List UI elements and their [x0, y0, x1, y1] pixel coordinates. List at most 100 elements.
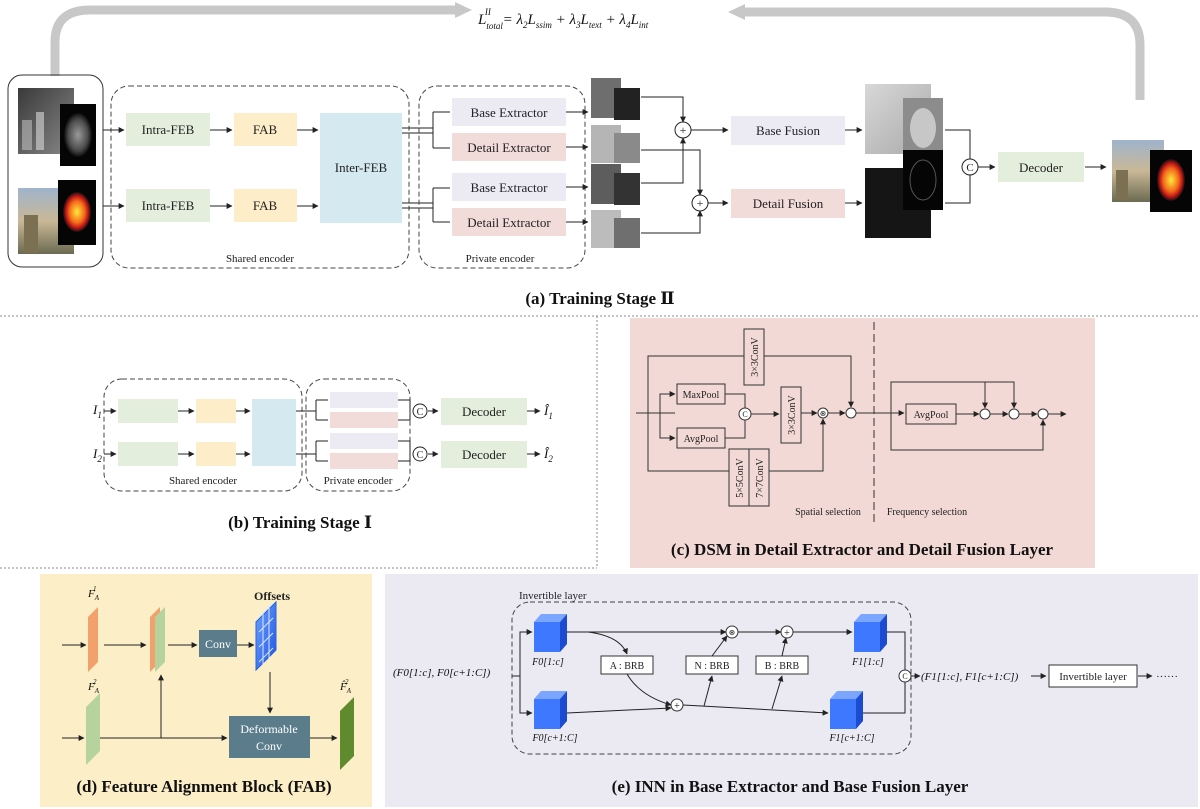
conv3-mid-label: 3×3ConV	[787, 394, 798, 434]
n-brb-label: N : BRB	[694, 661, 729, 672]
private-encoder-frame	[418, 85, 586, 269]
c-subtract-node	[979, 408, 991, 420]
c-concat-symbol: C	[742, 410, 747, 419]
f1-bottom-label: F1[c+1:C]	[828, 733, 874, 744]
panel-c-background	[630, 318, 1095, 568]
b-concat-bottom	[412, 446, 428, 462]
b-fab-top	[196, 399, 236, 423]
loss-arrow-right	[745, 7, 1145, 100]
intra-feb-bottom-label: Intra-FEB	[142, 198, 195, 213]
loss-formula: LtotalII = λ2Lssim + λ3Ltext + λ4Lint	[477, 7, 649, 31]
ellipsis: ······	[1156, 671, 1178, 683]
base-extractor-bottom-box	[452, 173, 566, 201]
base-fusion-box	[731, 116, 845, 145]
feature-map-f2	[86, 693, 100, 765]
panel-d: FA1 FA2 F̂A2 Conv Offsets Deformable Con…	[40, 574, 372, 807]
deformable-conv-box	[229, 716, 310, 758]
panel-b: Shared encoder Private encoder I1 I2	[92, 378, 553, 532]
loss-arrowhead-left	[455, 2, 472, 18]
intra-feb-bottom-box	[126, 189, 210, 222]
sum-detail-symbol: +	[697, 196, 704, 210]
c-add-node	[845, 407, 857, 419]
b-detail-bottom	[330, 453, 398, 469]
e-add-top-symbol: +	[784, 628, 790, 639]
base-extractor-top-label: Base Extractor	[471, 105, 549, 120]
avgpool-label: AvgPool	[684, 434, 719, 445]
panel-c: 3×3ConV MaxPool AvgPool C 3×3ConV 5×5Con…	[630, 318, 1095, 568]
invertible-layer-box-label: Invertible layer	[1059, 671, 1127, 683]
panel-e-caption: (e) INN in Base Extractor and Base Fusio…	[612, 777, 969, 796]
panel-c-caption: (c) DSM in Detail Extractor and Detail F…	[671, 540, 1054, 559]
input-image-vis	[18, 180, 96, 254]
fab-conv-label: Conv	[205, 637, 231, 651]
private-encoder-label: Private encoder	[466, 253, 535, 265]
sum-base-symbol: +	[680, 123, 687, 137]
input-image-ir	[18, 88, 96, 166]
output-i2: Î2	[543, 446, 553, 464]
conv3-mid-box	[780, 386, 802, 444]
decoder-box	[998, 152, 1084, 182]
b-decoder-top-box	[441, 398, 527, 425]
b-intra-top	[118, 399, 178, 423]
b-inter-feb	[252, 399, 296, 466]
deformable-conv-label-2: Conv	[256, 739, 282, 753]
cube-f0-top	[534, 614, 567, 652]
e-add-bottom-symbol: +	[674, 701, 680, 712]
avgpool-freq-label: AvgPool	[914, 410, 949, 421]
panel-e-background	[385, 574, 1198, 807]
panel-b-private-encoder-label: Private encoder	[324, 475, 393, 487]
feature-map-output	[340, 697, 354, 770]
intra-feb-top-label: Intra-FEB	[142, 122, 195, 137]
panel-d-caption: (d) Feature Alignment Block (FAB)	[76, 777, 331, 796]
panel-b-shared-encoder-label: Shared encoder	[169, 475, 237, 487]
e-multiply-symbol: ⊛	[729, 628, 736, 637]
detail-extractor-top-box	[452, 133, 566, 161]
b-base-top	[330, 392, 398, 408]
b-brb-label: B : BRB	[765, 661, 800, 672]
inn-input-label: (F0[1:c], F0[c+1:C])	[393, 667, 491, 679]
fab-top-box	[234, 113, 297, 146]
feature-map-concat-b	[155, 607, 165, 672]
inter-feb-box	[320, 113, 402, 223]
spatial-selection-label: Spatial selection	[795, 507, 861, 518]
fab-conv-box	[199, 630, 237, 657]
fab-top-label: FAB	[253, 122, 278, 137]
b-concat-top	[412, 403, 428, 419]
panel-b-shared-encoder-frame	[103, 378, 303, 492]
c-multiply-symbol: ⊛	[820, 409, 827, 418]
detail-fusion-box	[731, 189, 845, 218]
invertible-layer-box	[1048, 664, 1138, 688]
b-concat-bottom-symbol: C	[417, 450, 424, 461]
cube-f1-bottom	[830, 691, 863, 729]
loss-arrowhead-right	[728, 4, 745, 20]
cube-f1-top	[854, 614, 887, 652]
base-extractor-top-box	[452, 98, 566, 126]
inter-feb-label: Inter-FEB	[335, 160, 388, 175]
loss-arrow-left	[50, 5, 455, 76]
conv5-label: 5×5ConV	[735, 457, 746, 497]
offsets-label: Offsets	[254, 589, 290, 603]
feature-maps-private	[591, 78, 640, 248]
fused-detail-image	[865, 150, 943, 238]
c-add-freq-node	[1037, 408, 1049, 420]
b-concat-top-symbol: C	[417, 407, 424, 418]
b-base-bottom	[330, 433, 398, 449]
input-images-frame	[7, 74, 104, 268]
conv7-label: 7×7ConV	[755, 457, 766, 497]
b-detail-top	[330, 412, 398, 428]
fab-bottom-box	[234, 189, 297, 222]
maxpool-label: MaxPool	[683, 390, 720, 401]
c-multiply-freq-node	[1008, 408, 1020, 420]
invertible-layer-title: Invertible layer	[519, 590, 587, 602]
fab-bottom-label: FAB	[253, 198, 278, 213]
shared-encoder-frame	[110, 85, 410, 269]
input-i1: I1	[92, 402, 102, 420]
base-fusion-label: Base Fusion	[756, 123, 820, 138]
base-extractor-bottom-label: Base Extractor	[471, 180, 549, 195]
fused-base-image	[865, 84, 943, 158]
offsets-grid	[255, 600, 277, 672]
detail-extractor-top-label: Detail Extractor	[467, 140, 551, 155]
panel-b-private-encoder-frame	[305, 378, 411, 492]
f0-bottom-label: F0[c+1:C]	[531, 733, 577, 744]
